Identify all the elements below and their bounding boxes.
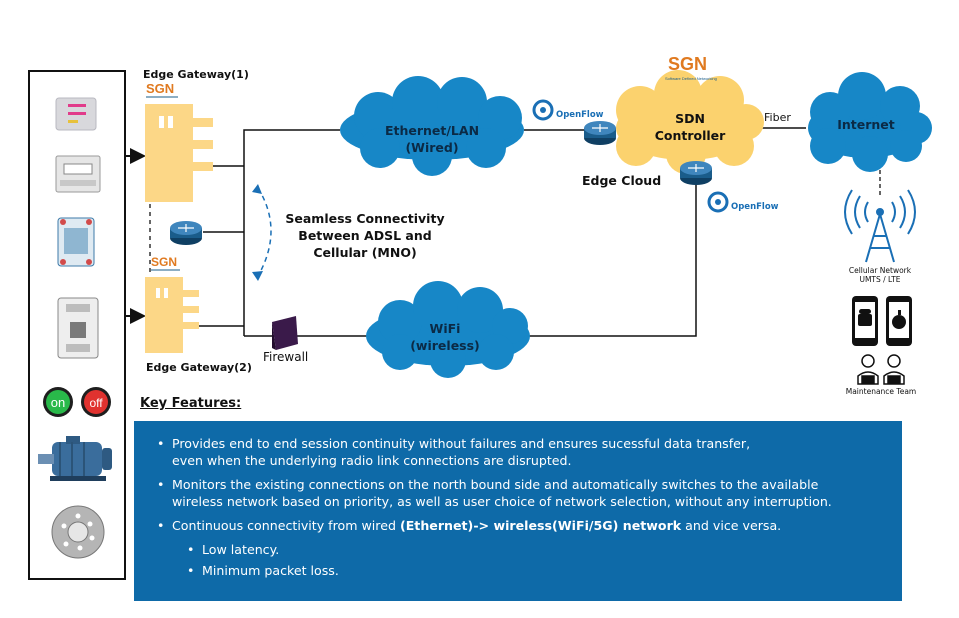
svg-text:SGN: SGN	[668, 54, 707, 74]
link-gateway-ethernet	[243, 129, 340, 166]
wifi-cloud	[366, 281, 530, 378]
wifi-label-line1: WiFi	[429, 321, 461, 336]
wifi-cloud-label: WiFi (wireless)	[390, 320, 500, 354]
maintenance-team-icon	[857, 354, 905, 385]
sgn-logo: SGN	[151, 255, 180, 271]
seamless-line-3: Cellular (MNO)	[313, 245, 417, 260]
key-features-box: Provides end to end session continuity w…	[134, 421, 902, 601]
gateway-1-label: Edge Gateway(1)	[143, 68, 249, 81]
cellular-network-label: Cellular Network UMTS / LTE	[830, 266, 930, 284]
edge-gateway-1	[145, 104, 213, 202]
smart-switch-icon	[55, 97, 97, 131]
sdn-controller-cloud	[616, 70, 764, 174]
device-panel: on off	[28, 70, 126, 580]
ethernet-lan-cloud	[340, 76, 524, 176]
router-icon	[170, 221, 202, 245]
gateway-2-label: Edge Gateway(2)	[146, 361, 252, 374]
feature-item: Provides end to end session continuity w…	[154, 435, 882, 469]
ethernet-cloud-label: Ethernet/LAN (Wired)	[372, 122, 492, 156]
feature-item: Monitors the existing connections on the…	[154, 476, 882, 510]
ethernet-label-line2: (Wired)	[405, 140, 459, 155]
svg-text:SGN: SGN	[151, 255, 177, 269]
openflow-icon	[707, 191, 729, 213]
seamless-line-2: Between ADSL and	[298, 228, 432, 243]
feature-2-line-1: Monitors the existing connections on the…	[172, 477, 819, 492]
edge-gateway-2	[145, 277, 199, 353]
cellular-line-1: Cellular Network	[848, 266, 912, 275]
on-button-icon	[43, 387, 73, 417]
brake-disc-icon	[51, 505, 105, 559]
apple-phone-icon	[886, 296, 912, 346]
ethernet-label-line1: Ethernet/LAN	[384, 123, 480, 138]
features-list: Provides end to end session continuity w…	[154, 435, 882, 579]
off-button-label: off	[89, 396, 103, 410]
internet-cloud	[808, 72, 932, 172]
sgn-logo: SGN	[146, 81, 178, 98]
cellular-tower-icon	[844, 189, 916, 263]
svg-text:SGN: SGN	[146, 81, 174, 96]
sdn-label-line2: Controller	[654, 128, 726, 143]
firewall-label: Firewall	[263, 350, 309, 364]
energy-meter-icon	[55, 155, 101, 193]
cellular-line-2: UMTS / LTE	[859, 275, 901, 284]
feature-1-line-2: even when the underlying radio link conn…	[172, 453, 572, 468]
maintenance-team-label: Maintenance Team	[845, 387, 917, 396]
sdn-cloud-label: SDN Controller	[640, 110, 740, 144]
device-icons: on off	[38, 97, 112, 559]
router-icon	[584, 121, 616, 145]
distribution-box-icon	[57, 217, 95, 267]
feature-item: Continuous connectivity from wired (Ethe…	[154, 517, 882, 534]
feature-2-line-2: wireless network based on priority, as w…	[172, 494, 832, 509]
link-wifi-sdn	[524, 180, 697, 337]
seamless-line-1: Seamless Connectivity	[285, 211, 445, 226]
android-phone-icon	[852, 296, 878, 346]
electric-motor-icon	[38, 436, 112, 481]
internet-cloud-label: Internet	[837, 117, 895, 132]
edge-cloud-label: Edge Cloud	[582, 173, 662, 188]
wifi-label-line2: (wireless)	[410, 338, 480, 353]
openflow-icon	[532, 99, 554, 121]
feature-3-prefix: Continuous connectivity from wired	[172, 518, 400, 533]
off-button-icon	[81, 387, 111, 417]
feature-3-suffix: and vice versa.	[681, 518, 782, 533]
firewall-icon	[272, 316, 298, 350]
key-features-title: Key Features:	[140, 396, 242, 411]
sgn-logo: SGN Software Defined Networking	[665, 54, 717, 81]
feature-3-bold: (Ethernet)-> wireless(WiFi/5G) network	[399, 518, 682, 533]
seamless-switch-arrow	[257, 187, 272, 277]
feature-subitem: Minimum packet loss.	[154, 562, 882, 579]
openflow-label: OpenFlow	[556, 110, 604, 120]
seamless-connectivity-label: Seamless Connectivity Between ADSL and C…	[280, 210, 450, 261]
feature-subitem: Low latency.	[154, 541, 882, 558]
sdn-label-line1: SDN	[675, 111, 705, 126]
fiber-label: Fiber	[764, 111, 791, 124]
on-button-label: on	[51, 395, 65, 410]
circuit-breaker-icon	[57, 297, 99, 359]
svg-text:Software Defined Networking: Software Defined Networking	[665, 76, 717, 81]
feature-1-line-1: Provides end to end session continuity w…	[172, 436, 751, 451]
router-icon	[680, 161, 712, 185]
openflow-label: OpenFlow	[731, 202, 779, 212]
